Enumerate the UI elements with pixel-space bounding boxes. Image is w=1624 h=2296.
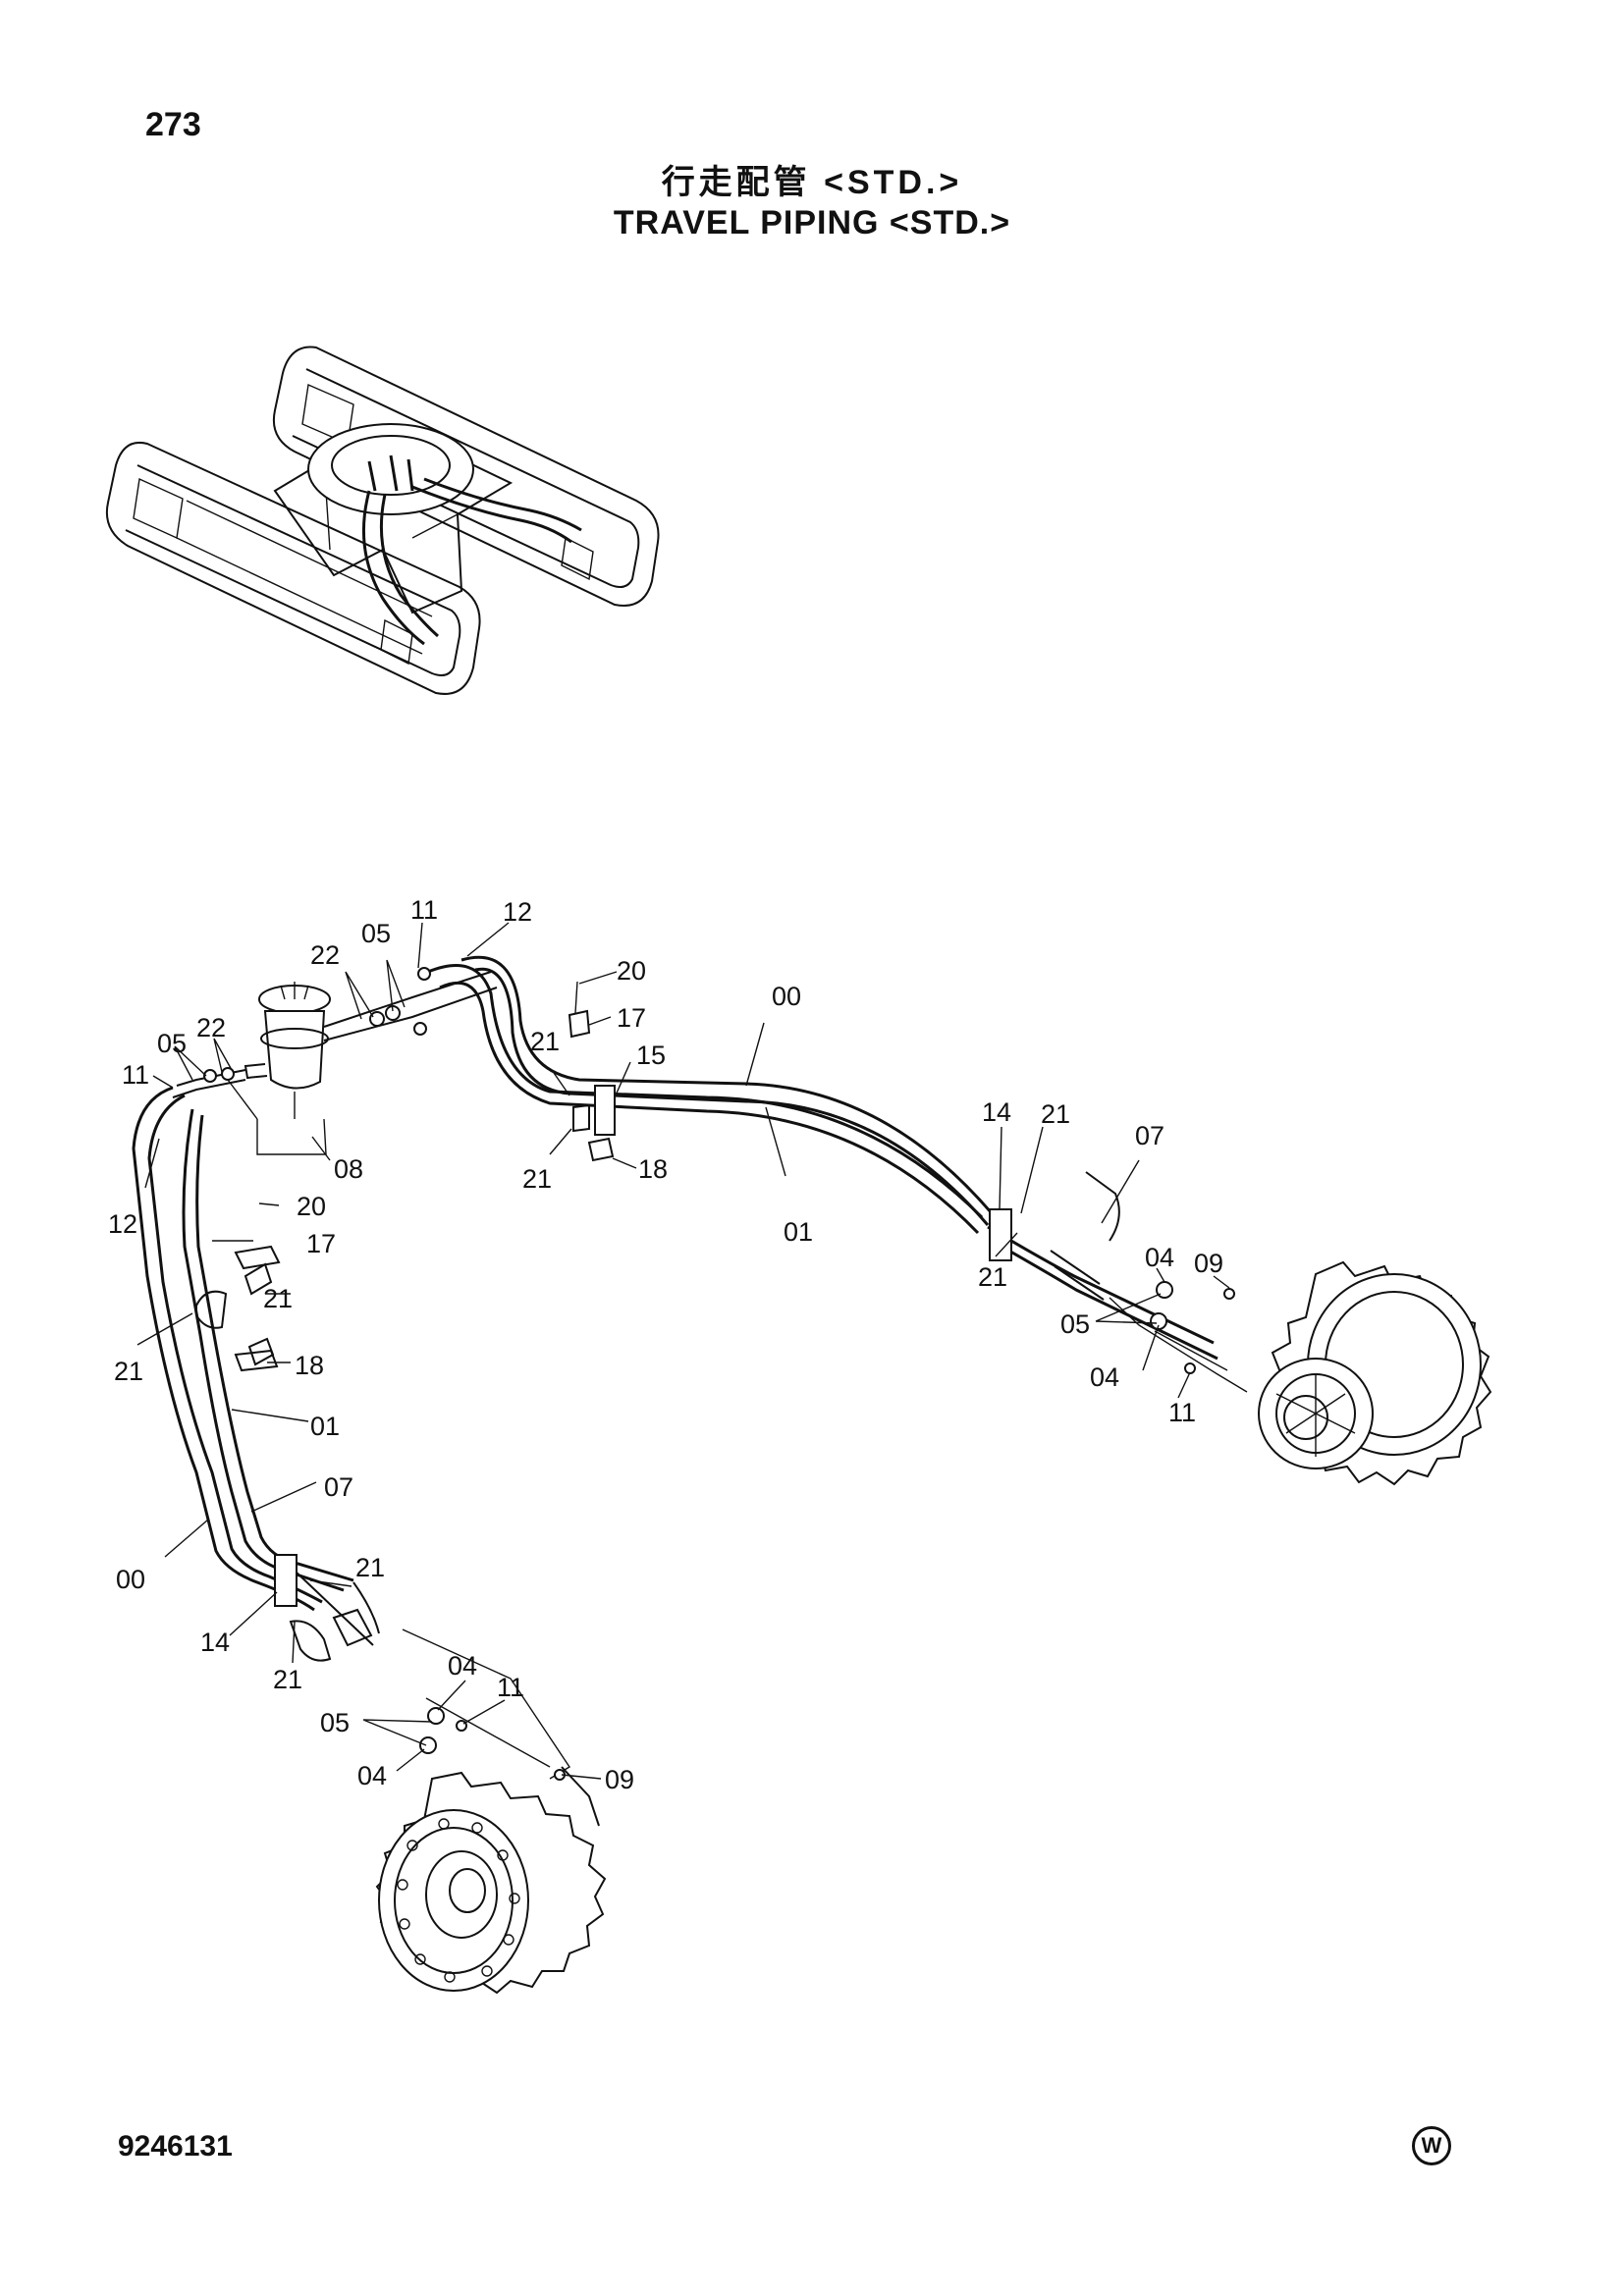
callout-04: 04 xyxy=(1090,1362,1119,1392)
callout-17: 17 xyxy=(617,1003,646,1033)
callout-11: 11 xyxy=(122,1060,149,1090)
diagram-title-english: TRAVEL PIPING <STD.> xyxy=(613,204,1011,241)
callout-07: 07 xyxy=(324,1472,353,1502)
callout-21: 21 xyxy=(530,1027,560,1056)
callout-04: 04 xyxy=(1145,1243,1174,1272)
callout-11: 11 xyxy=(1168,1398,1196,1427)
drawing-number: 9246131 xyxy=(118,2130,233,2163)
diagram-title-japanese: 行走配管 <STD.> xyxy=(661,164,963,201)
callout-00: 00 xyxy=(116,1565,145,1594)
callout-07: 07 xyxy=(1135,1121,1164,1150)
callout-21: 21 xyxy=(273,1665,302,1694)
undercarriage-overview xyxy=(106,346,660,695)
callout-04: 04 xyxy=(448,1651,477,1681)
callout-22: 22 xyxy=(196,1013,226,1042)
callout-18: 18 xyxy=(638,1154,668,1184)
callout-15: 15 xyxy=(636,1041,666,1070)
callout-09: 09 xyxy=(1194,1249,1223,1278)
center-joint xyxy=(244,982,331,1119)
callout-21: 21 xyxy=(263,1284,293,1313)
callout-11: 11 xyxy=(497,1673,524,1702)
callout-18: 18 xyxy=(295,1351,324,1380)
callout-11: 11 xyxy=(410,895,438,925)
callout-21: 21 xyxy=(355,1553,385,1582)
callout-20: 20 xyxy=(617,956,646,986)
callout-00: 00 xyxy=(772,982,801,1011)
corner-mark: W xyxy=(1412,2126,1451,2165)
callout-05: 05 xyxy=(1060,1309,1090,1339)
callout-08: 08 xyxy=(334,1154,363,1184)
leader-lines xyxy=(136,922,1230,1780)
callout-04: 04 xyxy=(357,1761,387,1790)
callout-21: 21 xyxy=(114,1357,143,1386)
callout-12: 12 xyxy=(108,1209,137,1239)
callout-labels: 11 12 05 22 05 22 11 20 17 21 15 00 21 1… xyxy=(108,895,1223,1794)
callout-05: 05 xyxy=(320,1708,350,1737)
callout-22: 22 xyxy=(310,940,340,970)
callout-01: 01 xyxy=(310,1412,340,1441)
callout-21: 21 xyxy=(522,1164,552,1194)
travel-motor-right xyxy=(1258,1260,1492,1486)
callout-09: 09 xyxy=(605,1765,634,1794)
callout-12: 12 xyxy=(503,897,532,927)
callout-14: 14 xyxy=(200,1628,230,1657)
hose-routing xyxy=(132,955,1248,1781)
callout-05: 05 xyxy=(157,1029,187,1058)
callout-05: 05 xyxy=(361,919,391,948)
callout-14: 14 xyxy=(982,1097,1011,1127)
callout-20: 20 xyxy=(297,1192,326,1221)
travel-motor-left xyxy=(375,1766,607,1995)
callout-21: 21 xyxy=(978,1262,1007,1292)
callout-21: 21 xyxy=(1041,1099,1070,1129)
callout-17: 17 xyxy=(306,1229,336,1258)
callout-01: 01 xyxy=(784,1217,813,1247)
page-number: 273 xyxy=(145,106,201,143)
